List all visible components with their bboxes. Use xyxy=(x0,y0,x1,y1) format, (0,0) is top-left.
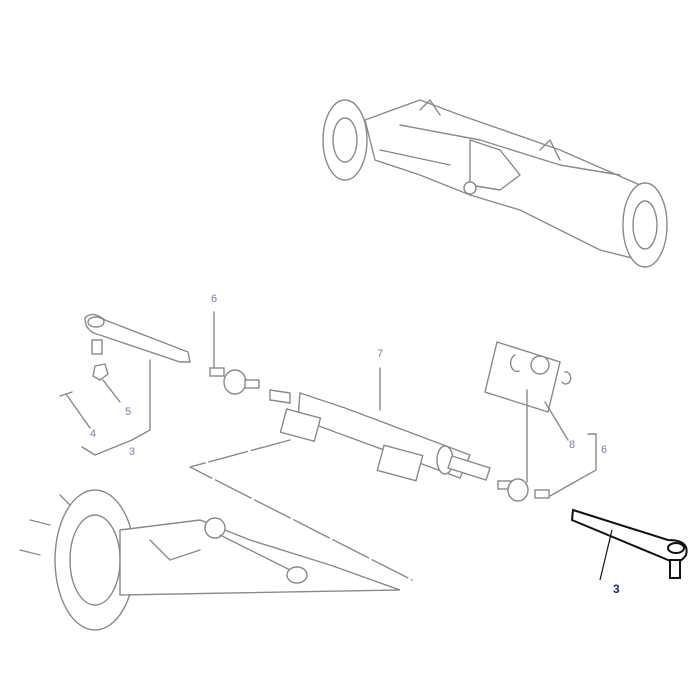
ball-joint-kit xyxy=(484,341,597,502)
callout-7-cylinder: 7 xyxy=(377,348,384,360)
tie-rod-end-highlighted xyxy=(570,508,688,581)
callout-6-ball-joint: 6 xyxy=(211,293,218,305)
steering-cylinder xyxy=(269,367,491,482)
callout-3-tie-rod-left: 3 xyxy=(129,446,136,458)
axle-detail-partial xyxy=(19,489,401,631)
tie-rod-end-left xyxy=(59,313,191,456)
callout-8-kit: 8 xyxy=(569,439,576,451)
callout-6-assembly: 6 xyxy=(601,444,608,456)
ball-joint-left xyxy=(209,311,260,395)
front-axle-overview xyxy=(322,99,668,268)
callout-5-nut: 5 xyxy=(125,406,132,418)
callout-3-highlighted[interactable]: 3 xyxy=(613,582,620,596)
callout-4-pin: 4 xyxy=(90,428,97,440)
